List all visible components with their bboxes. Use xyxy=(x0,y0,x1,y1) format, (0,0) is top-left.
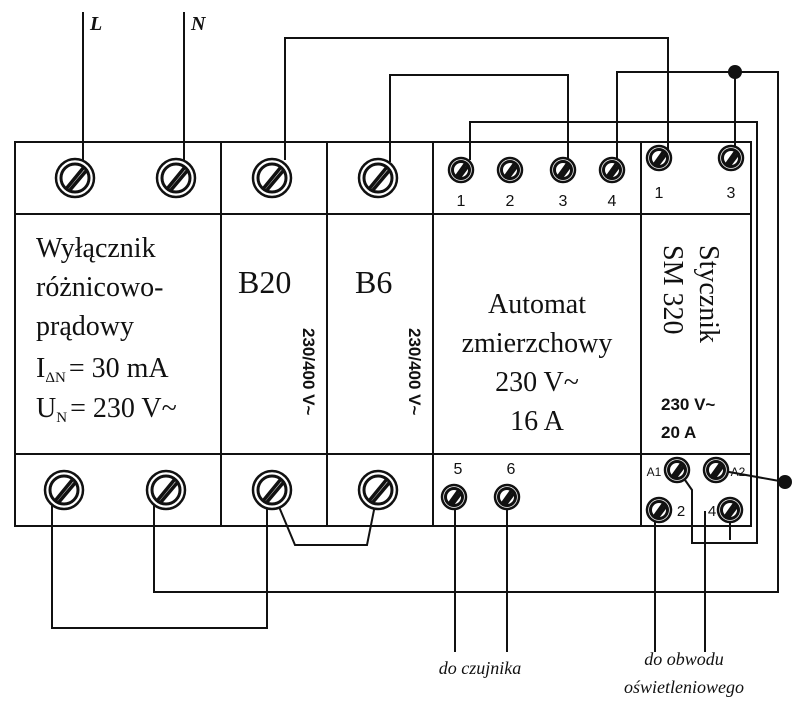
twilight-terminal-1-screw-icon xyxy=(447,156,475,184)
twilight-terminal-1-label: 1 xyxy=(457,193,466,210)
sensor-output-label: do czujnika xyxy=(439,658,522,678)
contactor-name: Stycznik xyxy=(693,245,724,343)
rcd-bottom-left-screw-icon xyxy=(43,469,85,511)
rcd-bottom-right-screw-icon xyxy=(145,469,187,511)
twilight-name-line1: Automat xyxy=(488,289,586,320)
rcd-rated-current: IΔN= 30 mA xyxy=(36,353,169,386)
b20-top-screw-icon xyxy=(251,157,293,199)
rcd-rated-voltage: UN= 230 V~ xyxy=(36,393,177,426)
wire-b20-b6-bottom xyxy=(271,489,379,546)
twilight-switch-module xyxy=(432,141,642,527)
wire-rcd-contactor xyxy=(153,482,779,593)
lighting-output-label-line1: do obwodu xyxy=(644,649,724,669)
b20-bottom-screw-icon xyxy=(251,469,293,511)
wire-twilight4 xyxy=(616,71,735,160)
contactor-terminal-1-label: 1 xyxy=(655,185,664,202)
contactor-a1-screw-icon xyxy=(663,456,691,484)
contactor-terminal-3-label: 3 xyxy=(727,185,736,202)
rcd-name-line1: Wyłącznik xyxy=(36,233,156,264)
contactor-a2-screw-icon xyxy=(702,456,730,484)
line-label: L xyxy=(89,13,102,35)
contactor-terminal-1-screw-icon xyxy=(645,144,673,172)
contactor-voltage: 230 V~ xyxy=(661,395,715,414)
twilight-terminal-3-label: 3 xyxy=(559,193,568,210)
rcd-module xyxy=(14,141,222,527)
twilight-name-line2: zmierzchowy xyxy=(462,328,613,359)
b6-name: B6 xyxy=(355,264,392,300)
contactor-terminal-2-screw-icon xyxy=(645,496,673,524)
b6-module xyxy=(326,141,434,527)
contactor-a1-label: A1 xyxy=(647,465,662,479)
twilight-terminal-4-screw-icon xyxy=(598,156,626,184)
wire-b20-contactor xyxy=(284,37,669,160)
b20-name: B20 xyxy=(238,264,291,300)
twilight-voltage: 230 V~ xyxy=(495,367,579,398)
wire-rcd-b20 xyxy=(51,490,268,629)
b6-rating: 230/400 V~ xyxy=(405,328,424,416)
twilight-terminal-2-screw-icon xyxy=(496,156,524,184)
wires xyxy=(51,12,792,652)
contactor-terminal-4-label: 4 xyxy=(708,503,716,520)
contactor-current: 20 A xyxy=(661,423,696,442)
junction-dot-right xyxy=(778,475,792,489)
wire-a2 xyxy=(717,469,786,483)
twilight-terminal-6-screw-icon xyxy=(493,483,521,511)
twilight-current: 16 A xyxy=(510,406,564,437)
rcd-name-line2: różnicowo- xyxy=(36,272,164,303)
contactor-terminal-2-label: 2 xyxy=(677,503,685,520)
b6-top-screw-icon xyxy=(357,157,399,199)
wire-twilight1-a1 xyxy=(469,121,758,544)
rcd-top-left-screw-icon xyxy=(54,157,96,199)
twilight-terminal-4-label: 4 xyxy=(608,193,617,210)
twilight-terminal-5-label: 5 xyxy=(454,461,463,478)
twilight-terminal-6-label: 6 xyxy=(507,461,516,478)
rcd-top-right-screw-icon xyxy=(155,157,197,199)
junction-dot-top xyxy=(728,65,742,79)
twilight-terminal-2-label: 2 xyxy=(506,193,515,210)
lighting-output-label-line2: oświetleniowego xyxy=(624,677,744,697)
contactor-terminal-3-screw-icon xyxy=(717,144,745,172)
twilight-terminal-5-screw-icon xyxy=(440,483,468,511)
b20-rating: 230/400 V~ xyxy=(299,328,318,416)
contactor-terminal-4-screw-icon xyxy=(716,496,744,524)
twilight-terminal-3-screw-icon xyxy=(549,156,577,184)
b6-bottom-screw-icon xyxy=(357,469,399,511)
contactor-a2-label: A2 xyxy=(731,465,746,479)
contactor-model: SM 320 xyxy=(657,245,688,334)
wire-b6-twilight xyxy=(389,74,569,162)
neutral-label: N xyxy=(190,13,207,35)
rcd-name-line3: prądowy xyxy=(36,311,134,342)
